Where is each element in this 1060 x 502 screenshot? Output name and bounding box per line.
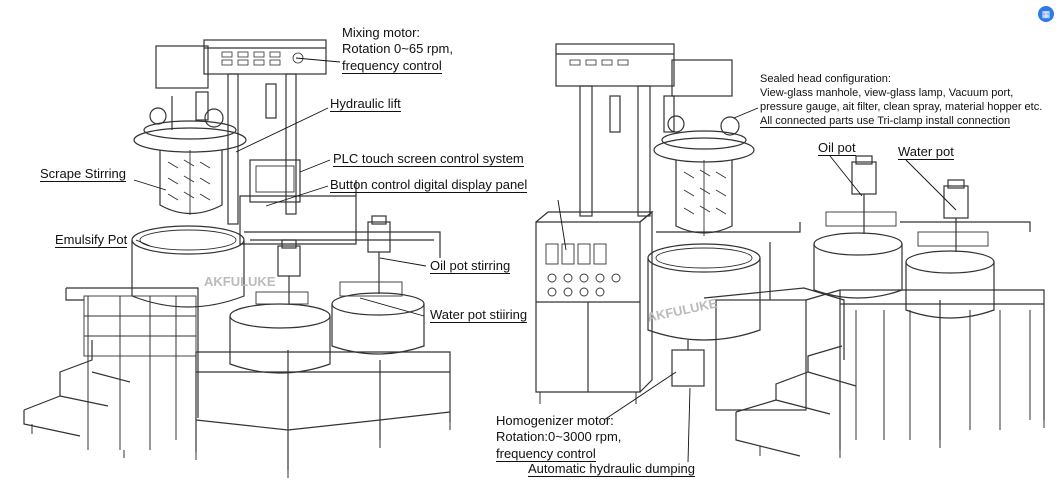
water-pot-stirring-label: Water pot stiiring	[430, 307, 528, 323]
plc-label: PLC touch screen control system	[333, 151, 524, 167]
left-machine	[23, 39, 451, 478]
save-icon[interactable]: ▦	[1038, 6, 1054, 22]
water-pot-label: Water pot	[898, 144, 954, 160]
hydraulic-lift-label: Hydraulic lift	[330, 96, 401, 112]
homogenizer-line-3: frequency control	[496, 445, 596, 462]
oil-pot-stirring-label: Oil pot stirring	[430, 258, 511, 274]
oil-pot-label: Oil pot	[818, 140, 856, 156]
mixing-motor-label: Mixing motor: Rotation 0~65 rpm, frequen…	[342, 25, 453, 74]
leader-lines	[133, 57, 957, 463]
sealed-head-line-3: pressure gauge, ait filter, clean spray,…	[760, 101, 1043, 113]
sealed-head-line-4: All connected parts use Tri-clamp instal…	[760, 115, 1011, 128]
emulsify-pot-label: Emulsify Pot	[55, 232, 128, 248]
watermark-left: AKFULUKE	[204, 274, 276, 289]
homogenizer-motor-label: Homogenizer motor: Rotation:0~3000 rpm, …	[496, 413, 621, 462]
scrape-stirring-label: Scrape Stirring	[40, 166, 126, 182]
mixing-motor-line-3: frequency control	[342, 57, 442, 74]
right-machine	[535, 43, 1045, 458]
sealed-head-label: Sealed head configuration: View-glass ma…	[760, 72, 1042, 128]
watermark-right: AKFULUKE	[646, 295, 719, 325]
homogenizer-line-2: Rotation:0~3000 rpm,	[496, 429, 622, 445]
mixing-motor-line-1: Mixing motor:	[342, 25, 421, 40]
sealed-head-line-2: View-glass manhole, view-glass lamp, Vac…	[760, 87, 1014, 99]
sealed-head-line-1: Sealed head configuration:	[760, 73, 891, 85]
homogenizer-line-1: Homogenizer motor:	[496, 413, 614, 428]
auto-dumping-label: Automatic hydraulic dumping	[528, 461, 695, 477]
mixing-motor-line-2: Rotation 0~65 rpm,	[342, 41, 453, 57]
button-panel-label: Button control digital display panel	[330, 177, 528, 193]
